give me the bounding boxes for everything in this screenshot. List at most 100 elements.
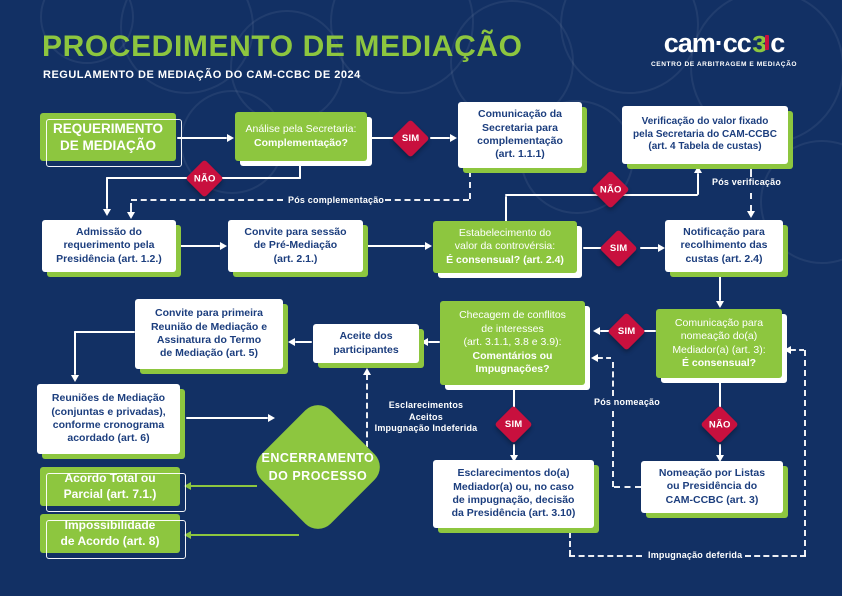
connector-nao-verificacao (697, 173, 699, 195)
connector-sim-comunicacao (450, 134, 457, 142)
node-label: Acordo Total ou Parcial (art. 7.1.) (63, 471, 157, 501)
node-admissao-do-requerimento: Admissão do requerimento pela Presidênci… (42, 220, 176, 272)
connector-impugnacao-deferida (745, 555, 806, 557)
node-estabelecimento-do-valor: Estabelecimento do valor da controvérsia… (433, 221, 577, 273)
node-label: ENCERRAMENTO DO PROCESSO (261, 450, 375, 483)
node-label: Análise pela Secretaria: (245, 123, 357, 136)
connector-impugnacao-deferida (784, 346, 791, 354)
connector-impugnacao-deferida (569, 555, 642, 557)
connector-convite-reunioes (74, 331, 135, 333)
connector-pos-complementacao (130, 203, 132, 213)
node-label: Esclarecimentos do(a) Mediador(a) ou, no… (451, 467, 576, 520)
node-verificacao-do-valor: Verificação do valor fixado pela Secreta… (622, 106, 788, 164)
connector-convite-reunioes (74, 331, 76, 375)
connector-aceite-convite-primeira (288, 338, 295, 346)
connector-checagem-sim (513, 386, 515, 410)
connector-nao-nomeacao (716, 455, 724, 462)
node-nomeacao-por-listas: Nomeação por Listas ou Presidência do CA… (641, 461, 783, 513)
connector-sim-notificacao (640, 247, 658, 249)
node-acordo-total-ou-parcial: Acordo Total ou Parcial (art. 7.1.) (40, 467, 186, 512)
connector-checagem-aceite (421, 338, 428, 346)
connector-nao-admissao (103, 209, 111, 216)
node-comunicacao-para-nomeacao: Comunicação para nomeação do(a) Mediador… (656, 309, 782, 378)
connector-sim-esclarecimentos (510, 455, 518, 462)
connector-admissao-convite (178, 245, 220, 247)
connector-reunioes-encerramento (268, 414, 275, 422)
connector-comunicacao-nao (719, 379, 721, 409)
connector-impugnacao-deferida (569, 532, 571, 556)
decision-nao-nomeacao-consensual: NÃO (700, 405, 739, 444)
connector-encerramento-acordo (191, 485, 257, 487)
connector-sim-checagem (600, 330, 612, 332)
node-label: REQUERIMENTO DE MEDIAÇÃO (52, 120, 163, 153)
connector-notificacao-comunicacao (716, 301, 724, 308)
decision-label: SIM (617, 326, 636, 337)
logo-3-icon: ɜ (751, 24, 767, 59)
page-title: PROCEDIMENTO DE MEDIAÇÃO (42, 30, 523, 63)
node-label: Notificação para recolhimento das custas… (680, 225, 768, 265)
node-convite-primeira-reuniao: Convite para primeira Reunião de Mediaçã… (135, 299, 283, 369)
connector-analise-nao (299, 161, 301, 179)
decision-sim-complementacao: SIM (391, 119, 430, 158)
logo-red-bar-icon (765, 35, 770, 50)
decision-label: NÃO (599, 184, 622, 195)
connector-pos-verificacao (750, 193, 752, 211)
connector-estabelecimento-sim (583, 247, 603, 249)
node-label-bold: Complementação? (254, 136, 348, 149)
decision-sim-impugnacoes: SIM (494, 405, 533, 444)
connector-pos-verificacao (747, 211, 755, 218)
node-label-bold: É consensual? (681, 356, 757, 369)
node-label-bold: Comentários ou Impugnações? (472, 349, 553, 376)
edge-label-pos-complementacao: Pós complementação (288, 195, 385, 205)
connector-encerramento-impossibilidade (191, 534, 299, 536)
node-label: Checagem de conflitos de interesses (art… (459, 309, 566, 349)
connector-convite-estabelecimento (365, 245, 425, 247)
decision-sim-nomeacao-consensual: SIM (607, 312, 646, 351)
connector-encerramento-impossibilidade (184, 531, 191, 539)
edge-label-pos-verificacao: Pós verificação (712, 177, 782, 187)
node-esclarecimentos-do-mediador: Esclarecimentos do(a) Mediador(a) ou, no… (433, 460, 594, 528)
logo-text-suffix: c (770, 28, 785, 58)
node-label: Aceite dos participantes (333, 330, 399, 356)
connector-comunicacao-sim (644, 330, 656, 332)
connector-encerramento-acordo (184, 482, 191, 490)
logo-text: cam·cc (663, 28, 752, 58)
node-impossibilidade-de-acordo: Impossibilidade de Acordo (art. 8) (40, 514, 186, 559)
connector-notificacao-comunicacao (719, 274, 721, 301)
node-label: Comunicação para nomeação do(a) Mediador… (672, 316, 766, 356)
node-checagem-de-conflitos: Checagem de conflitos de interesses (art… (440, 301, 585, 385)
node-aceite-dos-participantes: Aceite dos participantes (313, 324, 419, 363)
node-reunioes-de-mediacao: Reuniões de Mediação (conjuntas e privad… (37, 384, 180, 454)
node-label-bold: É consensual? (art. 2.4) (446, 253, 564, 266)
connector-pos-complementacao (131, 199, 283, 201)
logo-tagline: CENTRO DE ARBITRAGEM E MEDIAÇÃO (650, 61, 798, 68)
connector-pos-nomeacao (591, 354, 598, 362)
connector-sim-comunicacao (430, 137, 450, 139)
connector-checagem-aceite (428, 341, 440, 343)
connector-nao-admissao (106, 177, 108, 209)
connector-convite-reunioes (71, 375, 79, 382)
node-notificacao-recolhimento-custas: Notificação para recolhimento das custas… (665, 220, 783, 272)
connector-convite-estabelecimento (425, 242, 432, 250)
connector-sim-esclarecimentos (513, 444, 515, 456)
node-comunicacao-da-secretaria: Comunicação da Secretaria para complemen… (458, 102, 582, 168)
decision-label: SIM (401, 133, 420, 144)
connector-impugnacao-deferida (791, 349, 804, 351)
node-label: Estabelecimento do valor da controvérsia… (454, 226, 556, 253)
node-label: Verificação do valor fixado pela Secreta… (633, 115, 777, 153)
edge-label-pos-nomeacao: Pós nomeação (594, 397, 660, 407)
edge-label-impugnacao-deferida: Impugnação deferida (648, 550, 743, 560)
connector-nao-nomeacao (719, 444, 721, 456)
node-analise-pela-secretaria: Análise pela Secretaria: Complementação? (235, 112, 367, 161)
node-label: Convite para primeira Reunião de Mediaçã… (150, 307, 268, 360)
connector-nao-verificacao (694, 166, 702, 173)
connector-pos-nomeacao (598, 357, 611, 359)
connector-pos-verificacao (750, 167, 752, 177)
connector-sim-notificacao (658, 244, 665, 252)
node-label: Impossibilidade de Acordo (art. 8) (60, 518, 160, 548)
decision-label: NÃO (193, 173, 216, 184)
connector-pos-nomeacao (612, 411, 614, 487)
node-label: Reuniões de Mediação (conjuntas e privad… (51, 392, 166, 445)
